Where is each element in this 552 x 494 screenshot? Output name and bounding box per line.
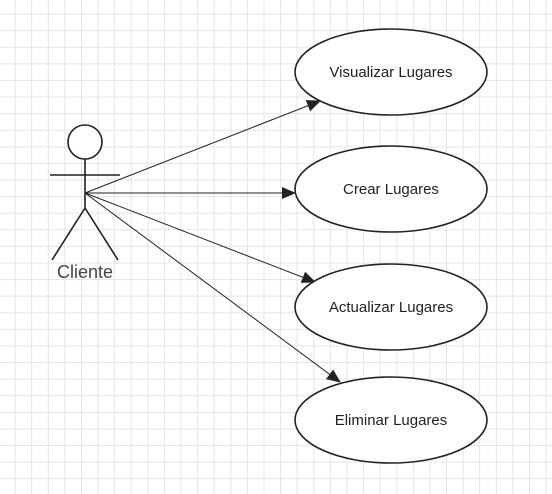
association-eliminar [84,192,341,383]
use-case-label: Crear Lugares [343,181,439,198]
use-case-ellipse [294,376,488,464]
actor-label: Cliente [57,262,113,282]
use-case-label: Actualizar Lugares [329,299,453,316]
use-case-ellipse [294,263,488,351]
use-case-eliminar[interactable]: Eliminar Lugares [294,376,488,464]
actor-left-leg [51,207,86,261]
association-visualizar [84,100,321,194]
use-case-ellipse [294,145,488,233]
actor-cliente[interactable]: Cliente [50,124,120,282]
use-case-visualizar[interactable]: Visualizar Lugares [294,28,488,116]
actor-head [67,124,103,160]
use-case-actualizar[interactable]: Actualizar Lugares [294,263,488,351]
actor-right-leg [84,207,119,261]
use-case-ellipse [294,28,488,116]
use-case-label: Visualizar Lugares [329,64,452,81]
association-actualizar [84,192,316,283]
use-case-crear[interactable]: Crear Lugares [294,145,488,233]
use-case-label: Eliminar Lugares [335,412,448,429]
